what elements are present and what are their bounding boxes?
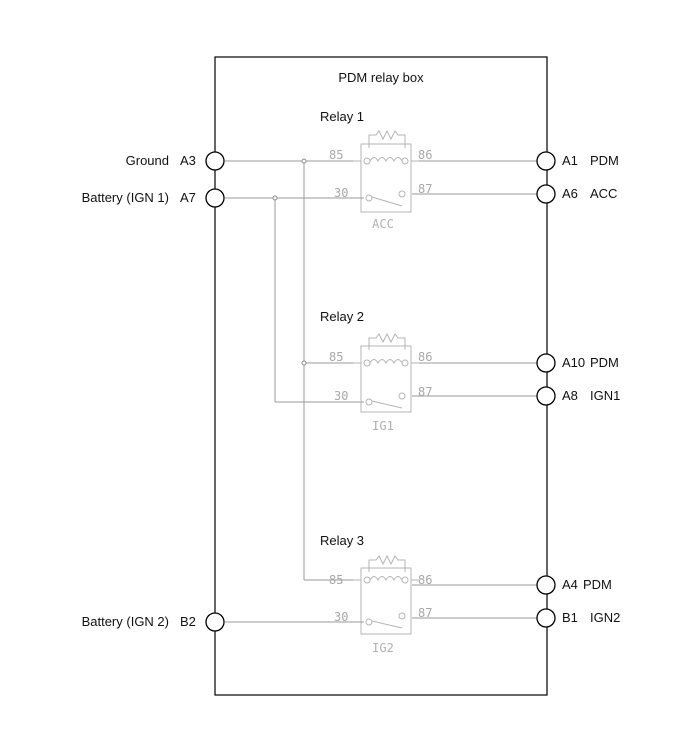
- terminal-label: IGN2: [590, 610, 620, 625]
- terminal-label: PDM: [590, 355, 619, 370]
- terminal-battery-ign2-b2: Battery (IGN 2) B2: [82, 612, 225, 632]
- terminal-connector: [536, 575, 556, 595]
- relay-1-pin-86: 86: [418, 148, 432, 162]
- terminal-a10-pdm: A10 PDM: [536, 353, 619, 373]
- relay-3-pin-86: 86: [418, 573, 432, 587]
- terminal-a4-pdm: A4 PDM: [536, 575, 612, 595]
- relay-2-pin-87: 87: [418, 385, 432, 399]
- relay-2-pin-85: 85: [329, 350, 343, 364]
- relay-3: Relay 3 85 86 30 87 IG2: [320, 533, 432, 655]
- relay-1-title: Relay 1: [320, 109, 364, 124]
- relay-1-pin-30: 30: [334, 186, 348, 200]
- relay-1-pin-87: 87: [418, 182, 432, 196]
- relay-1-name: ACC: [372, 217, 394, 231]
- relay-3-title: Relay 3: [320, 533, 364, 548]
- terminal-a6-acc: A6 ACC: [536, 184, 617, 204]
- wiring: [225, 158, 537, 623]
- relay-3-body: [360, 567, 412, 635]
- terminal-pin: A8: [562, 388, 578, 403]
- relay-2-pin-86: 86: [418, 350, 432, 364]
- terminal-b1-ign2: B1 IGN2: [536, 608, 620, 628]
- relay-1: Relay 1 85 86 30 87 ACC: [320, 109, 432, 231]
- relay-1-pin-85: 85: [329, 148, 343, 162]
- terminal-label: ACC: [590, 186, 617, 201]
- terminal-connector: [205, 151, 225, 171]
- relay-2-name: IG1: [372, 419, 394, 433]
- terminal-pin: A1: [562, 153, 578, 168]
- terminal-connector: [536, 608, 556, 628]
- terminal-label: Ground: [126, 153, 169, 168]
- terminal-pin: A4: [562, 577, 578, 592]
- terminal-connector: [536, 353, 556, 373]
- terminal-a8-ign1: A8 IGN1: [536, 386, 620, 406]
- relay-1-body: [360, 143, 412, 213]
- terminal-connector: [536, 184, 556, 204]
- relay-3-pin-30: 30: [334, 610, 348, 624]
- relay-2-body: [360, 345, 412, 413]
- relay-2: Relay 2 85 86 30 87 IG1: [320, 309, 432, 433]
- terminal-pin: B1: [562, 610, 578, 625]
- terminal-connector: [205, 188, 225, 208]
- terminal-label: IGN1: [590, 388, 620, 403]
- relay-box-enclosure: [214, 56, 548, 696]
- terminal-pin: A6: [562, 186, 578, 201]
- terminal-a1-pdm: A1 PDM: [536, 151, 619, 171]
- relay-2-title: Relay 2: [320, 309, 364, 324]
- terminal-ground-a3: Ground A3: [126, 151, 225, 171]
- terminal-battery-ign1-a7: Battery (IGN 1) A7: [82, 188, 225, 208]
- terminal-label: Battery (IGN 2): [82, 614, 169, 629]
- diagram-title: PDM relay box: [338, 70, 424, 85]
- terminal-connector: [536, 151, 556, 171]
- terminal-connector: [205, 612, 225, 632]
- relay-3-name: IG2: [372, 641, 394, 655]
- terminal-pin: A10: [562, 355, 585, 370]
- terminal-pin: A7: [180, 190, 196, 205]
- terminal-pin: B2: [180, 614, 196, 629]
- terminal-pin: A3: [180, 153, 196, 168]
- terminal-label: Battery (IGN 1): [82, 190, 169, 205]
- relay-3-pin-87: 87: [418, 606, 432, 620]
- terminal-label: PDM: [590, 153, 619, 168]
- terminal-label: PDM: [583, 577, 612, 592]
- relay-2-pin-30: 30: [334, 389, 348, 403]
- relay-3-pin-85: 85: [329, 573, 343, 587]
- terminal-connector: [536, 386, 556, 406]
